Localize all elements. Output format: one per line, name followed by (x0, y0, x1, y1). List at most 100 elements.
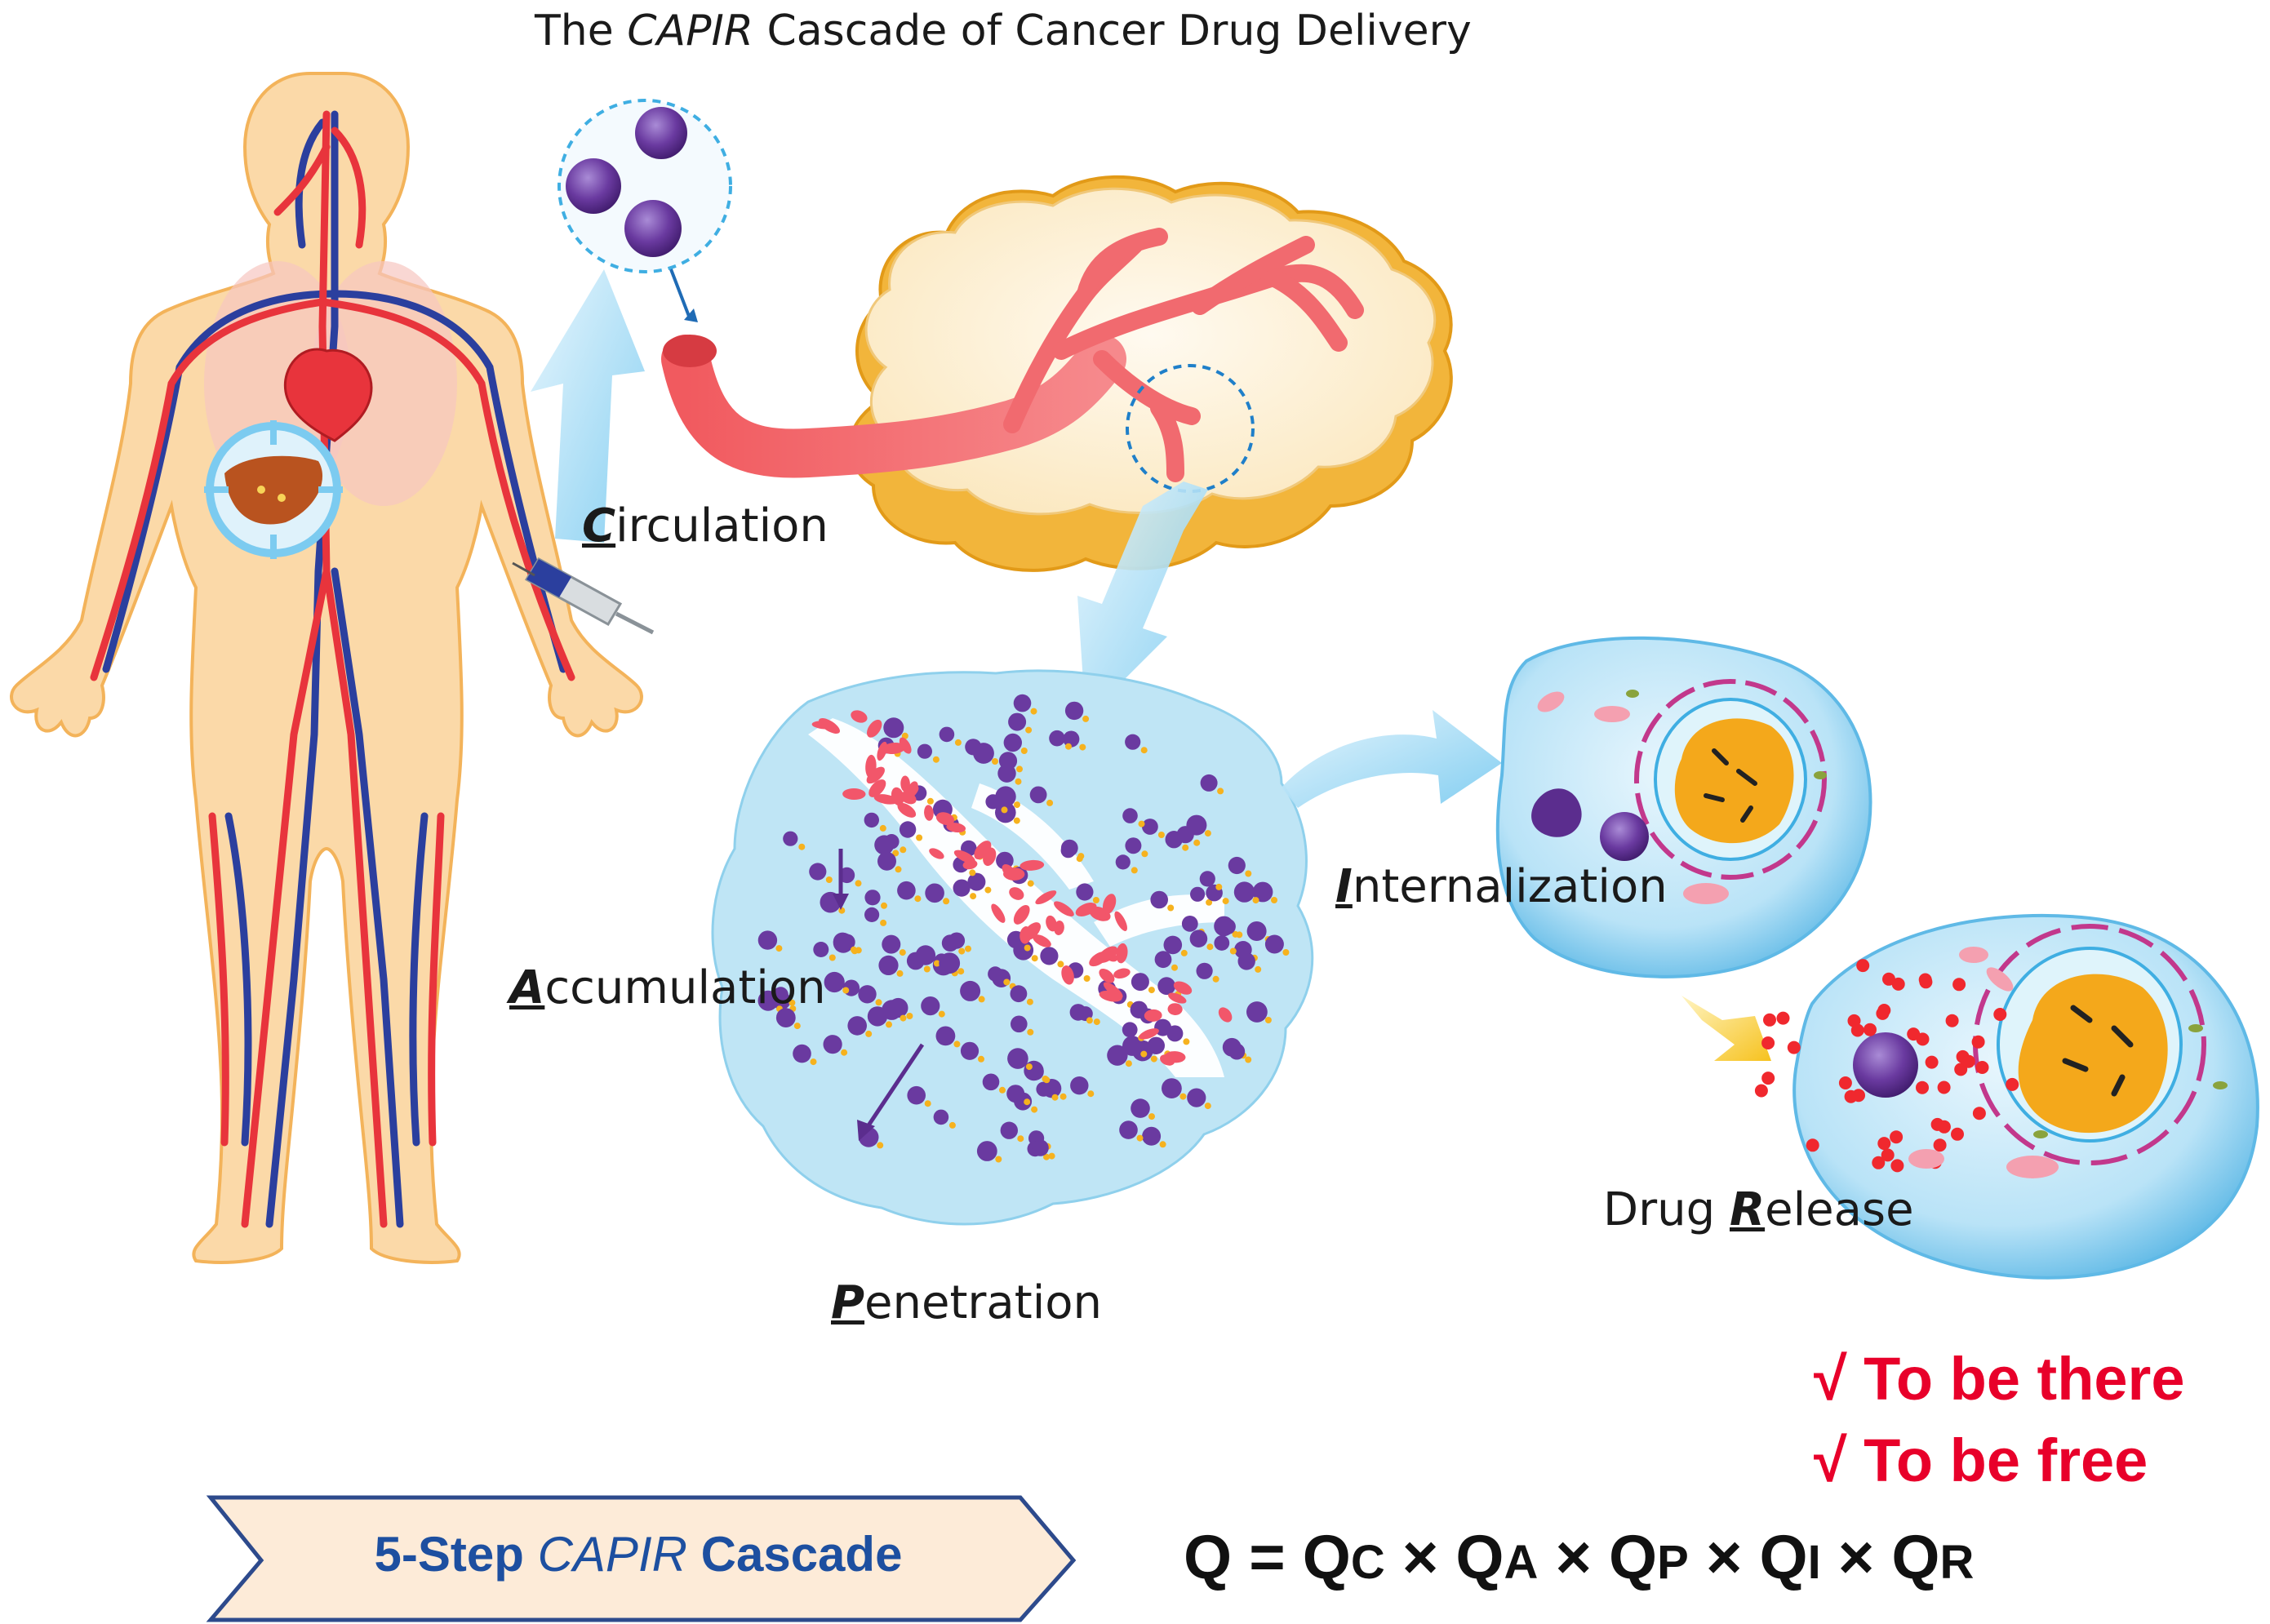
cell-granule (1086, 1017, 1093, 1024)
cell-granule (1212, 975, 1219, 983)
nanoparticle (899, 821, 917, 838)
nanoparticle (1219, 918, 1236, 934)
arrow-to-release (1681, 996, 1771, 1061)
cell-granule (923, 965, 931, 973)
cell-granule (1003, 978, 1011, 986)
cell-granule (1204, 1103, 1211, 1110)
liver-target (204, 420, 343, 559)
cell-granule (1215, 883, 1223, 890)
cell-granule (825, 876, 833, 883)
drug-molecule (1876, 1006, 1890, 1020)
drug-molecule (1872, 1156, 1886, 1169)
cell-granule (965, 945, 971, 952)
vessel-branches (1003, 228, 1364, 482)
cell-granule (1245, 1056, 1252, 1063)
red-blood-cell (867, 719, 882, 738)
drug-molecule (1877, 1137, 1891, 1151)
arrow-to-tissue (1077, 481, 1208, 718)
nanoparticle (1166, 1025, 1184, 1042)
nanoparticle (1163, 935, 1183, 955)
nanoparticle (1013, 694, 1032, 712)
red-blood-cell (953, 850, 975, 863)
step-label-penetration: Penetration (831, 1276, 1103, 1329)
drug-molecule (1961, 1054, 1975, 1068)
arrow-to-cell (1282, 710, 1502, 808)
cell-granule (793, 1023, 801, 1030)
nanoparticle (566, 158, 621, 214)
nanoparticle (960, 980, 981, 1001)
red-blood-cell (1099, 990, 1122, 1002)
nanoparticle (783, 831, 798, 846)
nanoparticle (996, 851, 1014, 870)
cell-granule (1015, 778, 1022, 785)
red-blood-cell (842, 788, 866, 801)
cell-granule (914, 895, 922, 903)
nanoparticle (1060, 839, 1078, 857)
nanoparticle (976, 1141, 997, 1161)
tumor-tissue (661, 175, 1453, 572)
cell-granule (1031, 955, 1038, 962)
cell-granule (1179, 1093, 1187, 1100)
drug-molecule (1925, 1055, 1939, 1069)
nanoparticle (1049, 730, 1065, 747)
red-blood-cell (946, 823, 966, 833)
step-label-release: Drug Release (1603, 1183, 1914, 1236)
red-blood-cell (1218, 1007, 1233, 1023)
nanoparticle (1032, 1139, 1049, 1156)
red-blood-cell (1003, 867, 1025, 881)
cell-granule (842, 987, 850, 994)
cell-granule (1180, 949, 1188, 956)
cell-granule (1167, 904, 1175, 912)
cell-granule (899, 949, 906, 956)
cell-granule (1057, 961, 1064, 968)
cell-granule (1157, 832, 1165, 838)
nanoparticle (1233, 881, 1255, 903)
drug-molecule (1882, 972, 1895, 986)
nanoparticle (960, 1041, 980, 1060)
cell-granule (970, 893, 977, 900)
cell-granule (999, 1086, 1006, 1094)
cascade-equation: Q = QC × QA × QP × QI × QR (1184, 1522, 1974, 1593)
red-blood-cell (1144, 1009, 1162, 1022)
red-blood-cell (1035, 890, 1057, 905)
cell-granule (943, 898, 950, 905)
nanoparticle (1186, 814, 1207, 836)
cell-granule (810, 1058, 817, 1066)
nanoparticle (1119, 1120, 1138, 1139)
drug-molecule (1881, 1148, 1895, 1162)
drug-molecule (1890, 1159, 1904, 1173)
banner-label: 5-Step CAPIR Cascade (374, 1527, 903, 1582)
cell-granule (1206, 899, 1213, 906)
goal-checklist: √ To be there √ To be free (1814, 1338, 2185, 1502)
red-blood-cell (1173, 981, 1193, 995)
red-blood-cell (1053, 901, 1074, 917)
cell-granule (1027, 1028, 1034, 1036)
nanoparticle (1007, 1048, 1028, 1069)
cell-granule (978, 1055, 984, 1063)
cell-granule (1027, 880, 1034, 887)
nanoparticle (917, 743, 932, 759)
cell-granule (1131, 867, 1138, 874)
drug-molecules (1754, 959, 2019, 1173)
cell-granule (1159, 1141, 1166, 1148)
nanoparticle (1196, 962, 1213, 979)
nanoparticle (878, 955, 899, 975)
cell-granule (1271, 897, 1277, 903)
goal-to-be-free: √ To be free (1814, 1427, 2148, 1494)
red-blood-cell (1167, 1003, 1183, 1016)
nanoparticle (1070, 1076, 1089, 1095)
nanoparticle (1246, 1001, 1268, 1023)
drug-molecule (1975, 1061, 1989, 1074)
cell-granule (1016, 765, 1023, 773)
cell-granule (1264, 1017, 1272, 1023)
red-blood-cell (1033, 934, 1051, 947)
human-body-figure (10, 72, 643, 1264)
drug-molecule (1844, 1089, 1858, 1103)
nanoparticle (907, 1085, 926, 1105)
cell-granule (895, 866, 902, 873)
cascade-banner (206, 1495, 1077, 1622)
red-blood-cell (1061, 965, 1074, 985)
nanoparticle (1264, 934, 1284, 954)
nanoparticle (1040, 947, 1059, 965)
